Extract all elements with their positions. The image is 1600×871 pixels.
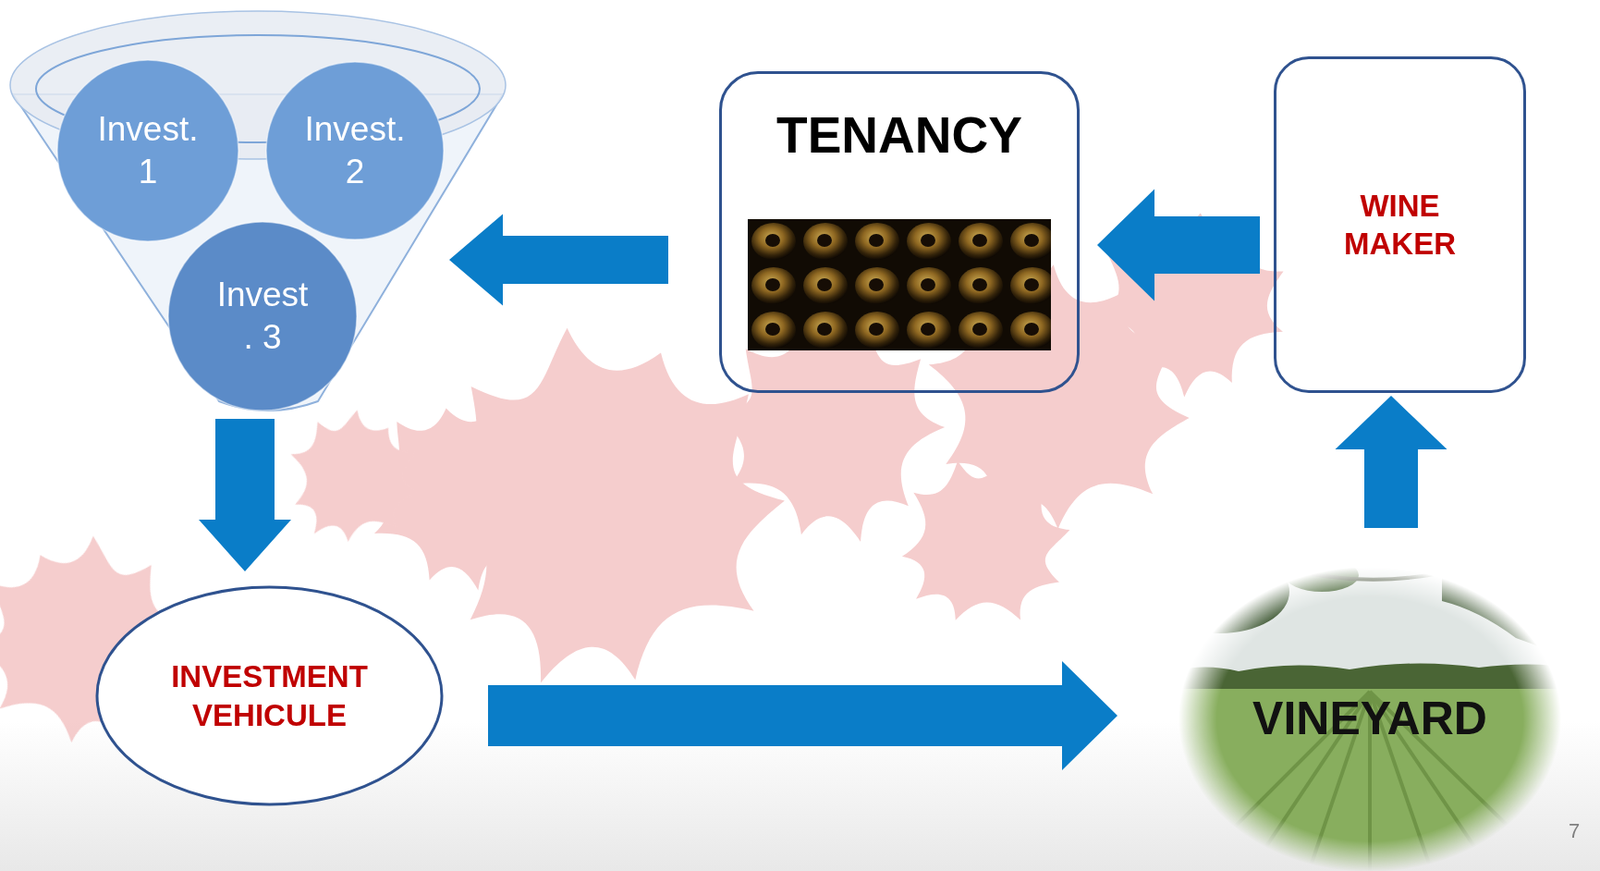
block-arrow bbox=[198, 418, 292, 572]
circle-outline bbox=[56, 59, 240, 243]
node-label: VINEYARD bbox=[1252, 693, 1488, 745]
node-label: WINE MAKER bbox=[1317, 186, 1484, 264]
vehicle-ellipse: INVESTMENT VEHICULE bbox=[95, 585, 444, 807]
ellipse-outline bbox=[95, 585, 444, 807]
funnel: Invest. 1 Invest. 2 Invest . 3 bbox=[5, 5, 511, 414]
winemaker-box: WINE MAKER bbox=[1273, 56, 1527, 393]
block-arrow bbox=[1335, 395, 1448, 528]
page-number: 7 bbox=[1568, 818, 1580, 843]
invest-circle: Invest. 2 bbox=[265, 61, 445, 241]
block-arrow bbox=[449, 214, 669, 306]
node-label: TENANCY bbox=[776, 107, 1023, 164]
vineyard-photo bbox=[1150, 549, 1581, 871]
invest-circle: Invest. 1 bbox=[56, 59, 240, 243]
circle-fill bbox=[266, 61, 444, 240]
block-arrow bbox=[488, 660, 1118, 770]
node-label: Invest. 2 bbox=[295, 108, 415, 195]
wine-bottles-photo bbox=[747, 219, 1051, 351]
invest-circle: Invest . 3 bbox=[167, 220, 358, 412]
tenancy-box: TENANCY bbox=[719, 71, 1080, 393]
node-label: Invest. 1 bbox=[88, 108, 208, 195]
circle-fill bbox=[168, 221, 357, 411]
circle-fill bbox=[57, 60, 239, 242]
node-label: INVESTMENT VEHICULE bbox=[154, 657, 386, 734]
node-label: Invest . 3 bbox=[212, 273, 313, 360]
block-arrow bbox=[1097, 189, 1260, 302]
ellipse-outline bbox=[97, 586, 442, 805]
circle-outline bbox=[265, 61, 445, 241]
vineyard-ellipse: VINEYARD bbox=[1178, 566, 1562, 871]
circle-outline bbox=[167, 220, 358, 412]
